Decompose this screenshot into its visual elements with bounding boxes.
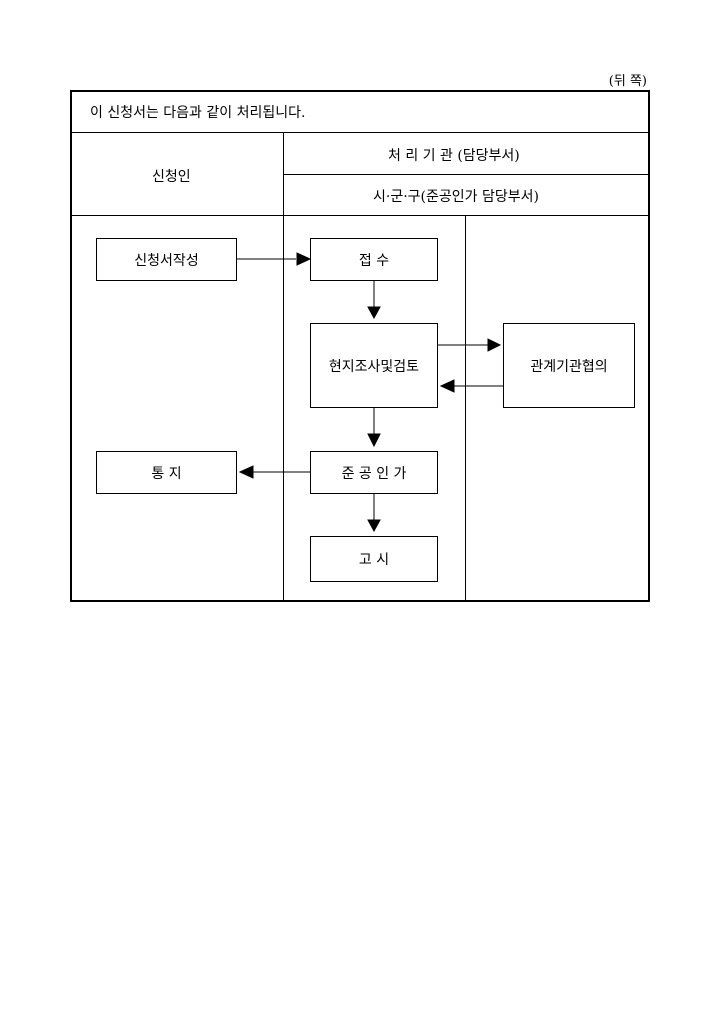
agency-consultation-box: 관계기관협의 [503,323,635,408]
department-header: 시·군·구(준공인가 담당부서) [373,189,539,205]
receipt-box: 접 수 [310,238,438,281]
divider-intro [70,132,650,133]
write-application-box: 신청서작성 [96,238,237,281]
arrowhead-approval-to-notice [367,519,381,533]
site-review-box: 현지조사및검토 [310,323,438,408]
processing-agency-header: 처 리 기 관 (담당부서) [388,148,520,164]
arrowhead-consultation-to-review [439,379,455,393]
completion-approval-box: 준 공 인 가 [310,451,438,494]
divider-consultation-column [465,215,466,602]
arrowhead-application-to-receipt [296,252,312,266]
divider-applicant-column [283,132,284,602]
process-table [70,90,650,602]
arrowhead-review-to-approval [367,433,381,448]
page-label: (뒤 쪽) [608,74,647,89]
arrowhead-review-to-consultation [487,338,502,352]
public-notice-box: 고 시 [310,536,438,582]
divider-header [70,215,650,216]
intro-text: 이 신청서는 다음과 같이 처리됩니다. [90,105,306,121]
notification-box: 통 지 [96,451,237,494]
arrowhead-receipt-to-review [367,306,381,320]
divider-agency [283,174,650,175]
applicant-header: 신청인 [152,169,191,185]
arrowhead-approval-to-notification [238,465,254,479]
